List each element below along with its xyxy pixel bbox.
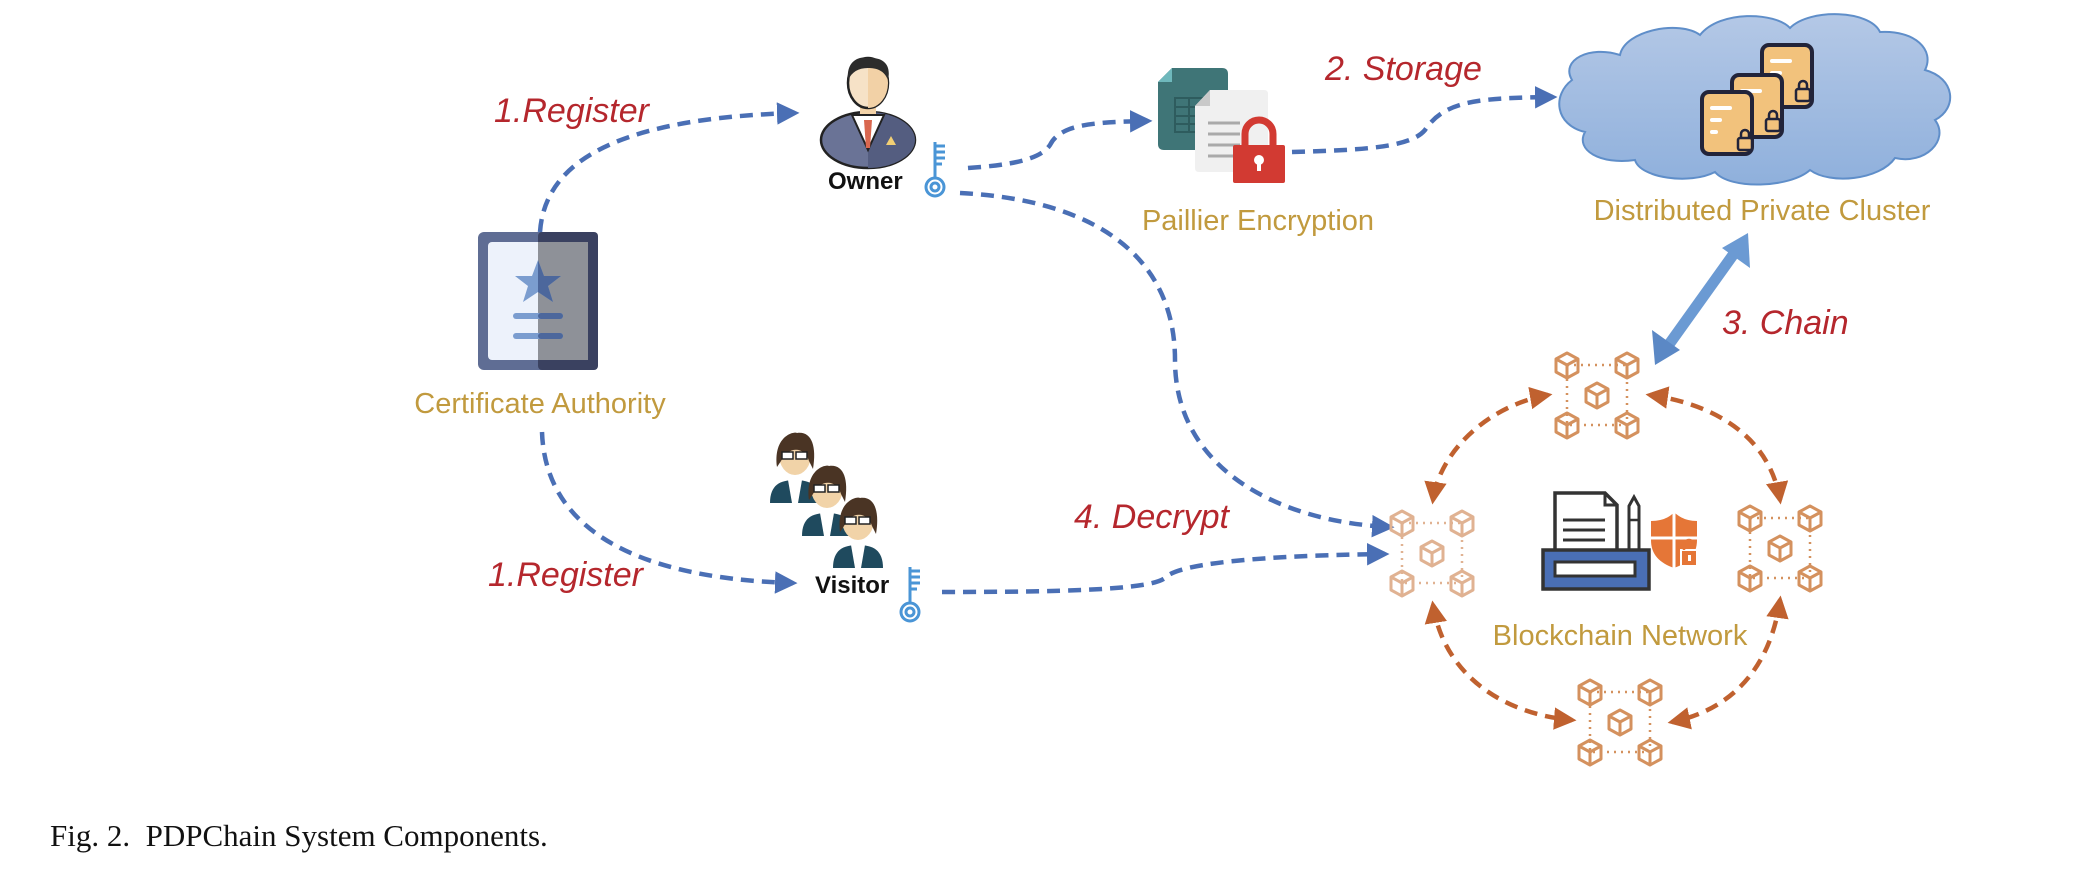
shield-lock-icon	[1651, 512, 1698, 568]
encrypted-document-icon	[1158, 68, 1285, 183]
owner-to-encryption-arrow	[967, 110, 1153, 171]
businessman-icon	[819, 56, 917, 170]
register-visitor-label: 1.Register	[488, 556, 643, 594]
certificate-authority-label: Certificate Authority	[414, 388, 666, 420]
blockchain-network-label: Blockchain Network	[1492, 620, 1748, 652]
chain-label: 3. Chain	[1722, 304, 1849, 342]
blockchain-cluster-top	[1556, 353, 1638, 438]
decrypt-arrow	[941, 542, 1390, 595]
owner-key-icon	[924, 142, 946, 198]
cloud-storage-icon	[1558, 13, 1952, 186]
smart-contract-icon	[1541, 491, 1651, 591]
register-visitor-arrow	[539, 431, 798, 594]
owner-to-blockchain-arrow	[959, 190, 1395, 538]
visitor-label: Visitor	[815, 572, 890, 599]
blockchain-cluster-left	[1391, 511, 1473, 596]
visitor-key-icon	[899, 567, 921, 623]
storage-arrow	[1291, 85, 1558, 155]
peer-arrow-top-right	[1645, 386, 1789, 505]
figure-caption: Fig. 2. PDPChain System Components.	[50, 818, 548, 853]
paillier-encryption-label: Paillier Encryption	[1141, 205, 1375, 237]
decrypt-label: 4. Decrypt	[1074, 498, 1229, 536]
chain-arrow	[1652, 233, 1750, 365]
owner-label: Owner	[828, 168, 903, 195]
blockchain-cluster-bottom	[1579, 680, 1661, 765]
peer-arrow-right-bottom	[1667, 595, 1789, 730]
storage-label: 2. Storage	[1325, 50, 1482, 88]
users-group-icon	[770, 432, 883, 568]
register-owner-label: 1.Register	[494, 92, 649, 130]
peer-arrow-left-bottom	[1424, 600, 1577, 730]
register-owner-arrow	[537, 102, 800, 233]
blockchain-cluster-right	[1739, 506, 1821, 591]
certificate-icon	[478, 232, 598, 370]
distributed-private-cluster-label: Distributed Private Cluster	[1593, 195, 1931, 227]
peer-arrow-top-left	[1424, 386, 1553, 505]
